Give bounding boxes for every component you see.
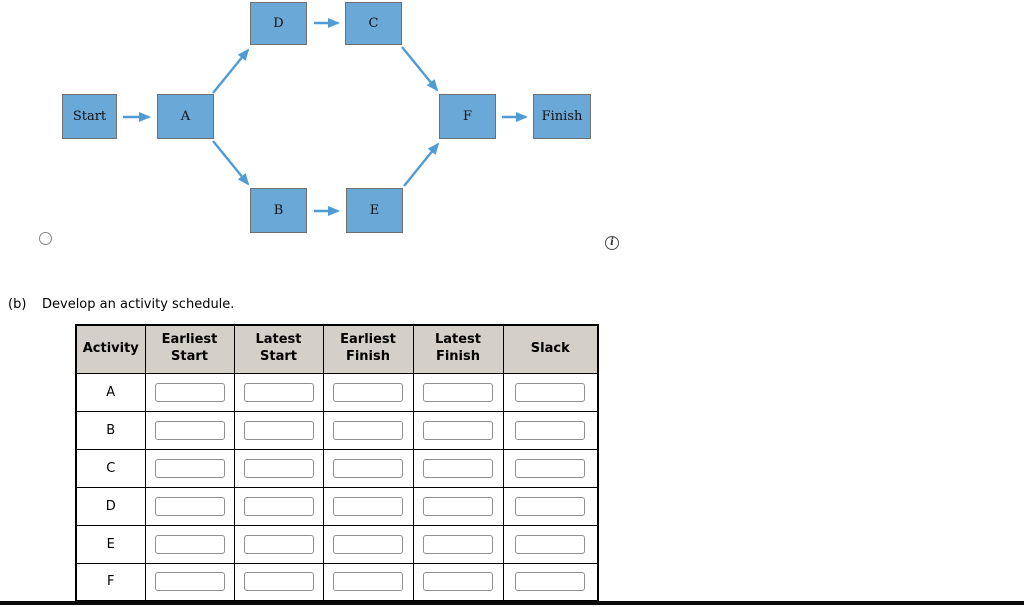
node-c: C [345, 2, 402, 45]
header-earliest-finish: Earliest Finish [322, 324, 414, 374]
project-network-diagram: Start A D C B E F Finish [0, 0, 660, 260]
input-latest-start-b[interactable] [243, 420, 314, 440]
input-latest-start-e[interactable] [243, 534, 314, 554]
part-b-instruction: Develop an activity schedule. [42, 297, 235, 312]
node-a: A [157, 94, 214, 139]
input-slack-e[interactable] [515, 534, 586, 554]
input-earliest-finish-a[interactable] [333, 382, 403, 402]
header-earliest-start: Earliest Start [144, 324, 235, 374]
table-header-row: Activity Earliest Start Latest Start Ear… [75, 324, 599, 374]
input-earliest-finish-d[interactable] [333, 496, 403, 516]
input-slack-f[interactable] [515, 572, 586, 592]
header-latest-start: Latest Start [233, 324, 324, 374]
input-earliest-finish-e[interactable] [333, 534, 403, 554]
input-earliest-start-d[interactable] [154, 496, 225, 516]
table-row-b: B [75, 410, 599, 450]
node-finish: Finish [533, 94, 591, 139]
input-latest-finish-f[interactable] [423, 572, 493, 592]
table-row-e: E [75, 524, 599, 564]
activity-schedule-table: Activity Earliest Start Latest Start Ear… [75, 324, 599, 602]
input-latest-start-d[interactable] [243, 496, 314, 516]
input-latest-start-a[interactable] [243, 382, 314, 402]
input-latest-start-c[interactable] [243, 458, 314, 478]
input-earliest-start-b[interactable] [154, 420, 225, 440]
table-row-d: D [75, 486, 599, 526]
node-f: F [439, 94, 496, 139]
header-slack: Slack [502, 324, 599, 374]
part-b-prompt: (b) Develop an activity schedule. [8, 297, 234, 312]
input-slack-c[interactable] [515, 458, 586, 478]
part-b-label: (b) [8, 297, 27, 312]
activity-label-f: F [75, 562, 146, 602]
input-latest-finish-a[interactable] [423, 382, 493, 402]
input-earliest-finish-b[interactable] [333, 420, 403, 440]
radio-button[interactable] [39, 232, 52, 245]
activity-label-c: C [75, 448, 146, 488]
input-earliest-start-a[interactable] [154, 382, 225, 402]
input-slack-b[interactable] [515, 420, 586, 440]
activity-label-e: E [75, 524, 146, 564]
input-latest-finish-b[interactable] [423, 420, 493, 440]
input-latest-finish-c[interactable] [423, 458, 493, 478]
table-row-a: A [75, 372, 599, 412]
input-latest-start-f[interactable] [243, 572, 314, 592]
input-latest-finish-d[interactable] [423, 496, 493, 516]
header-activity: Activity [75, 324, 146, 374]
diagram-arrows [123, 18, 528, 216]
input-slack-a[interactable] [515, 382, 586, 402]
activity-label-b: B [75, 410, 146, 450]
table-row-f: F [75, 562, 599, 602]
info-icon[interactable]: i [605, 236, 619, 250]
table-row-c: C [75, 448, 599, 488]
input-earliest-start-c[interactable] [154, 458, 225, 478]
activity-label-a: A [75, 372, 146, 412]
bottom-divider [0, 601, 1024, 605]
node-d: D [250, 2, 307, 45]
activity-label-d: D [75, 486, 146, 526]
input-earliest-start-f[interactable] [154, 572, 225, 592]
input-slack-d[interactable] [515, 496, 586, 516]
input-earliest-start-e[interactable] [154, 534, 225, 554]
node-start: Start [62, 94, 117, 139]
node-b: B [250, 188, 307, 233]
input-earliest-finish-c[interactable] [333, 458, 403, 478]
node-e: E [346, 188, 403, 233]
input-latest-finish-e[interactable] [423, 534, 493, 554]
input-earliest-finish-f[interactable] [333, 572, 403, 592]
header-latest-finish: Latest Finish [412, 324, 504, 374]
